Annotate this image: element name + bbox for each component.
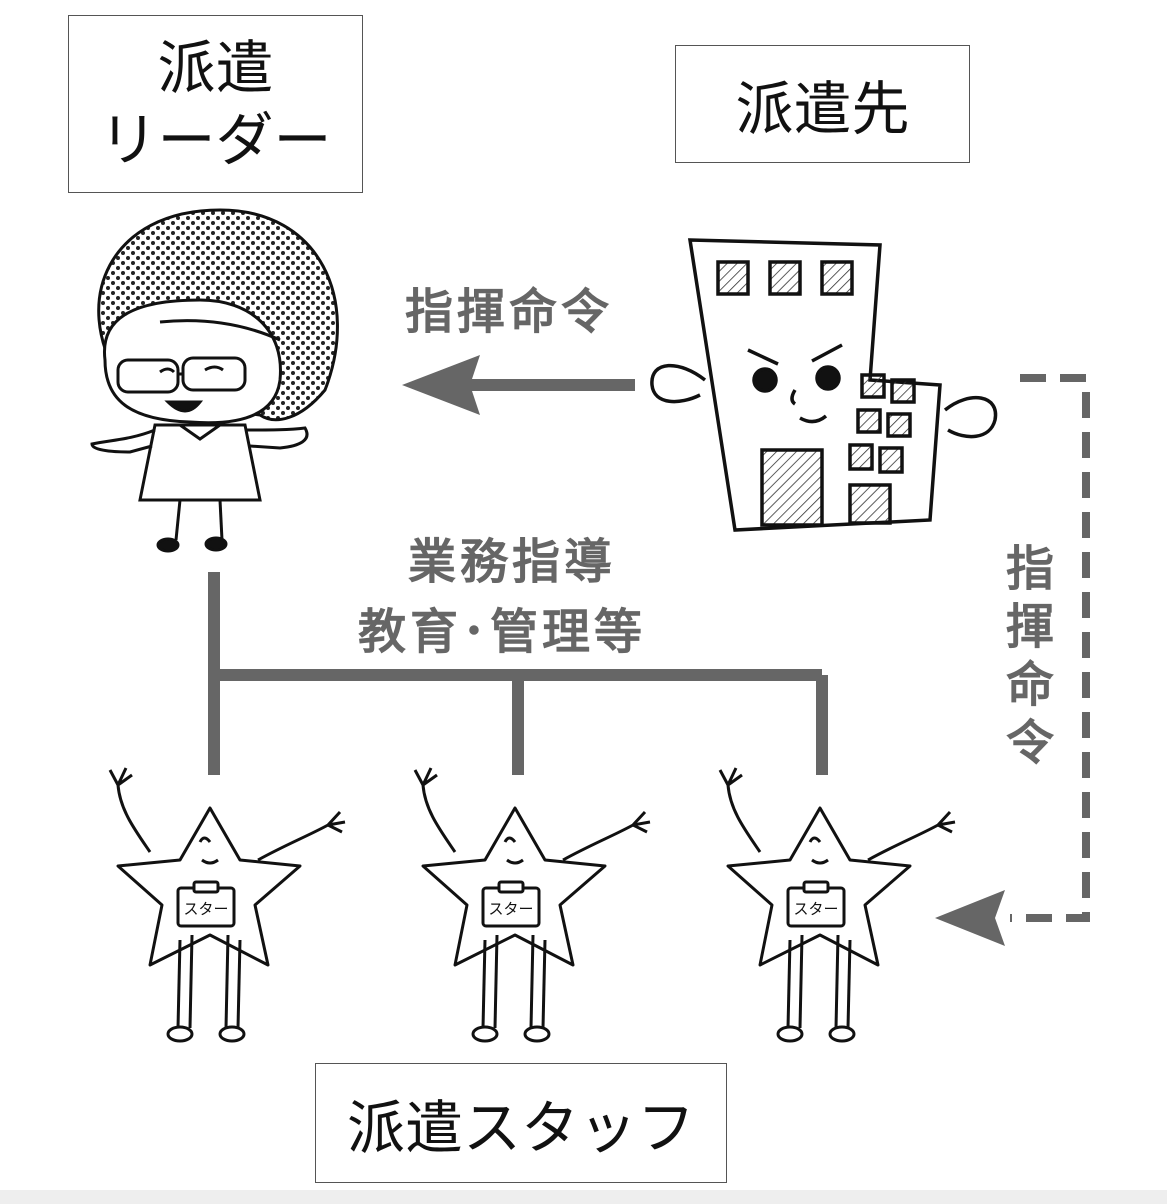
- leader-label-line2: リーダー: [99, 106, 332, 174]
- guidance-label-line2: 教育･管理等: [358, 604, 647, 660]
- bottom-strip: [0, 1190, 1167, 1204]
- guidance-label-line1: 業務指導: [408, 534, 617, 590]
- client-label: 派遣先: [735, 75, 910, 143]
- vertical-command-char: 令: [1005, 715, 1054, 771]
- org-tree-lines: [208, 572, 828, 775]
- indirect-command-arrowhead: [935, 890, 1005, 946]
- vertical-command-label: 指 揮 命 令: [1000, 540, 1060, 772]
- command-arrow: [402, 355, 635, 415]
- star-staff-icon: スター: [718, 767, 956, 1043]
- leader-box: 派遣 リーダー: [68, 15, 363, 193]
- star-staff-icon: スター: [108, 767, 346, 1043]
- staff-label: 派遣スタッフ: [346, 1094, 695, 1162]
- vertical-command-char: 命: [1005, 657, 1054, 713]
- staff-group: スター スター スター: [108, 767, 956, 1043]
- star-staff-icon: スター: [413, 767, 651, 1043]
- staff-badge-label: スター: [183, 900, 228, 918]
- leader-label-line1: 派遣: [157, 34, 274, 102]
- building-character-icon: [650, 238, 998, 532]
- staff-box: 派遣スタッフ: [315, 1063, 727, 1183]
- staff-badge-label: スター: [793, 900, 838, 918]
- indirect-command-arrow: [1010, 374, 1090, 922]
- staff-badge-label: スター: [488, 900, 533, 918]
- client-box: 派遣先: [675, 45, 970, 163]
- leader-character-icon: [90, 208, 339, 553]
- vertical-command-char: 指: [1005, 541, 1054, 597]
- command-label: 指揮命令: [405, 284, 614, 340]
- vertical-command-char: 揮: [1005, 599, 1054, 655]
